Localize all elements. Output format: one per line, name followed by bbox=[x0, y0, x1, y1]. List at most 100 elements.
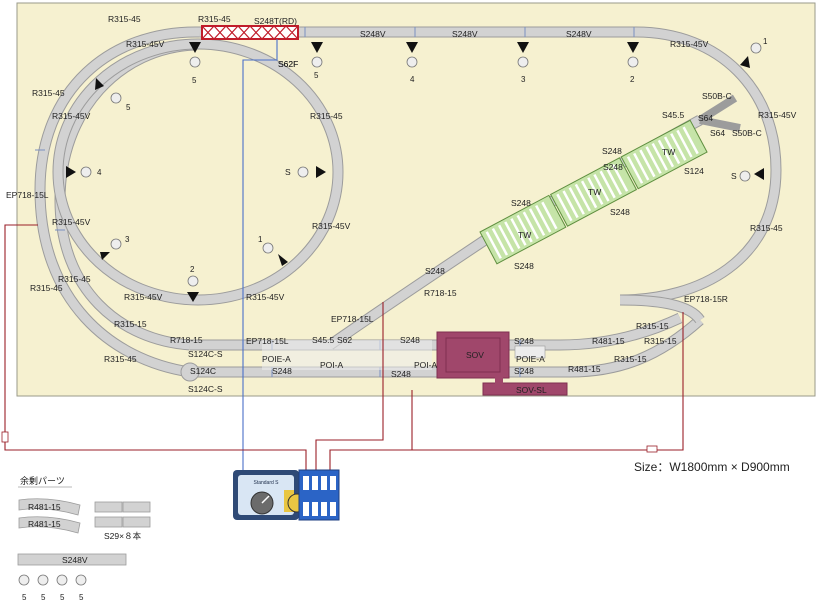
track-label: S248 bbox=[514, 366, 534, 376]
pier-label: 5 bbox=[192, 76, 197, 85]
power-controller: Standard S bbox=[233, 469, 340, 521]
track-label: S248V bbox=[566, 29, 592, 39]
pier-1-inner bbox=[262, 242, 288, 266]
track-label: S bbox=[285, 167, 291, 177]
track-label: R315-45V bbox=[670, 39, 709, 49]
pier-s-inner bbox=[297, 166, 326, 178]
blue-feeder-wire bbox=[242, 39, 278, 470]
track-label: S62F bbox=[278, 59, 298, 69]
pier-4-inner bbox=[66, 166, 92, 178]
spare-s248v bbox=[17, 553, 127, 566]
track-label: R718-15 bbox=[424, 288, 457, 298]
spare-s29-d bbox=[122, 516, 151, 528]
pier-label: 5 bbox=[314, 71, 319, 80]
track-label: S45.5 bbox=[662, 110, 684, 120]
track-label: POI-A bbox=[320, 360, 343, 370]
track-label: TW bbox=[518, 230, 531, 240]
pier-3-top bbox=[517, 42, 529, 68]
track-label: R315-45 bbox=[198, 14, 231, 24]
track-label: R315-15 bbox=[114, 319, 147, 329]
track-label: R481-15 bbox=[568, 364, 601, 374]
track-label: POI-A bbox=[414, 360, 437, 370]
track-label: TW bbox=[662, 147, 675, 157]
track-label: R315-15 bbox=[614, 354, 647, 364]
pier-5-top bbox=[189, 42, 201, 68]
spare-parts: 余剰パーツ R481-15 R481-15 S29×８本 S248V 5 5 5… bbox=[17, 475, 151, 602]
track-label: S248 bbox=[425, 266, 445, 276]
track-label: S64 bbox=[710, 128, 725, 138]
pier-3-inner bbox=[100, 238, 122, 260]
spare-pier-label: 5 bbox=[22, 593, 27, 602]
track-label: R718-15 bbox=[170, 335, 203, 345]
track-label: S248T(RD) bbox=[254, 16, 297, 26]
pier-label: 2 bbox=[630, 75, 635, 84]
pier-label: 1 bbox=[763, 37, 768, 46]
track-label: S124 bbox=[684, 166, 704, 176]
truss-bridge bbox=[201, 25, 299, 40]
track-label: R315-45 bbox=[310, 111, 343, 121]
track-label: R315-45 bbox=[104, 354, 137, 364]
track-label: S248 bbox=[391, 369, 411, 379]
track-label: S bbox=[731, 171, 737, 181]
track-label: S50B-C bbox=[702, 91, 732, 101]
pier-label: 2 bbox=[190, 265, 195, 274]
track-label: S248 bbox=[511, 198, 531, 208]
bottom-left-circle bbox=[180, 362, 200, 382]
track-label: R315-45 bbox=[58, 274, 91, 284]
track-labels: R315-45 S248T(RD) R315-45 R315-45V S248V… bbox=[6, 14, 797, 395]
track-label: S248 bbox=[400, 335, 420, 345]
pier-5-inner bbox=[95, 78, 122, 104]
pier-4-top bbox=[406, 42, 418, 68]
track-label: SOV bbox=[466, 350, 484, 360]
track-label: R315-15 bbox=[644, 336, 677, 346]
track-label: R315-45 bbox=[108, 14, 141, 24]
track-label: S124C bbox=[190, 366, 216, 376]
track-label: SOV-SL bbox=[516, 385, 547, 395]
track-label: POIE-A bbox=[262, 354, 291, 364]
red-feeder-wire-left bbox=[4, 224, 307, 470]
track-label: S248 bbox=[603, 162, 623, 172]
pier-label: 3 bbox=[521, 75, 526, 84]
pier-label: 3 bbox=[125, 235, 130, 244]
spare-r481-b-label: R481-15 bbox=[28, 519, 61, 529]
pier-1-right bbox=[740, 42, 762, 68]
spare-r481-a-label: R481-15 bbox=[28, 502, 61, 512]
track-label: S124C-S bbox=[188, 384, 223, 394]
track-label: R315-45V bbox=[52, 111, 91, 121]
track-label: R315-45V bbox=[758, 110, 797, 120]
track-label: R315-45V bbox=[246, 292, 285, 302]
layout-size-label: Size：W1800mm × D900mm bbox=[634, 460, 790, 474]
track-label: R481-15 bbox=[592, 336, 625, 346]
spare-r481-b bbox=[18, 516, 81, 534]
pier-label: 4 bbox=[410, 75, 415, 84]
track-label: S124C-S bbox=[188, 349, 223, 359]
track-label: R315-45 bbox=[750, 223, 783, 233]
track-label: S248 bbox=[610, 207, 630, 217]
track-label: S248 bbox=[602, 146, 622, 156]
track-label: EP718-15L bbox=[331, 314, 374, 324]
track-label: R315-45 bbox=[30, 283, 63, 293]
red-feeder-wire-center bbox=[315, 302, 384, 470]
spare-s29-label: S29×８本 bbox=[104, 531, 142, 541]
pier-label: 1 bbox=[258, 235, 263, 244]
spare-pier-label: 5 bbox=[60, 593, 65, 602]
track-label: POIE-A bbox=[516, 354, 545, 364]
red-feeder-wire-right bbox=[329, 312, 684, 470]
track-label: R315-45V bbox=[312, 221, 351, 231]
track-label: EP718-15L bbox=[246, 336, 289, 346]
track-label: S248 bbox=[272, 366, 292, 376]
track-label: EP718-15R bbox=[684, 294, 728, 304]
track-label: S248V bbox=[360, 29, 386, 39]
spare-r481-a bbox=[18, 498, 81, 516]
track-label: S64 bbox=[698, 113, 713, 123]
pier-markers bbox=[66, 42, 764, 382]
yard-area bbox=[479, 119, 708, 265]
track-label: EP718-15L bbox=[6, 190, 49, 200]
track-label: R315-15 bbox=[636, 321, 669, 331]
sov-station bbox=[262, 331, 568, 396]
track-label: S62F bbox=[278, 59, 298, 69]
spare-s29-c bbox=[94, 516, 123, 528]
track-label: R315-45V bbox=[52, 217, 91, 227]
pier-numbers: 5 5 4 3 2 1 5 4 3 2 1 bbox=[97, 37, 768, 274]
